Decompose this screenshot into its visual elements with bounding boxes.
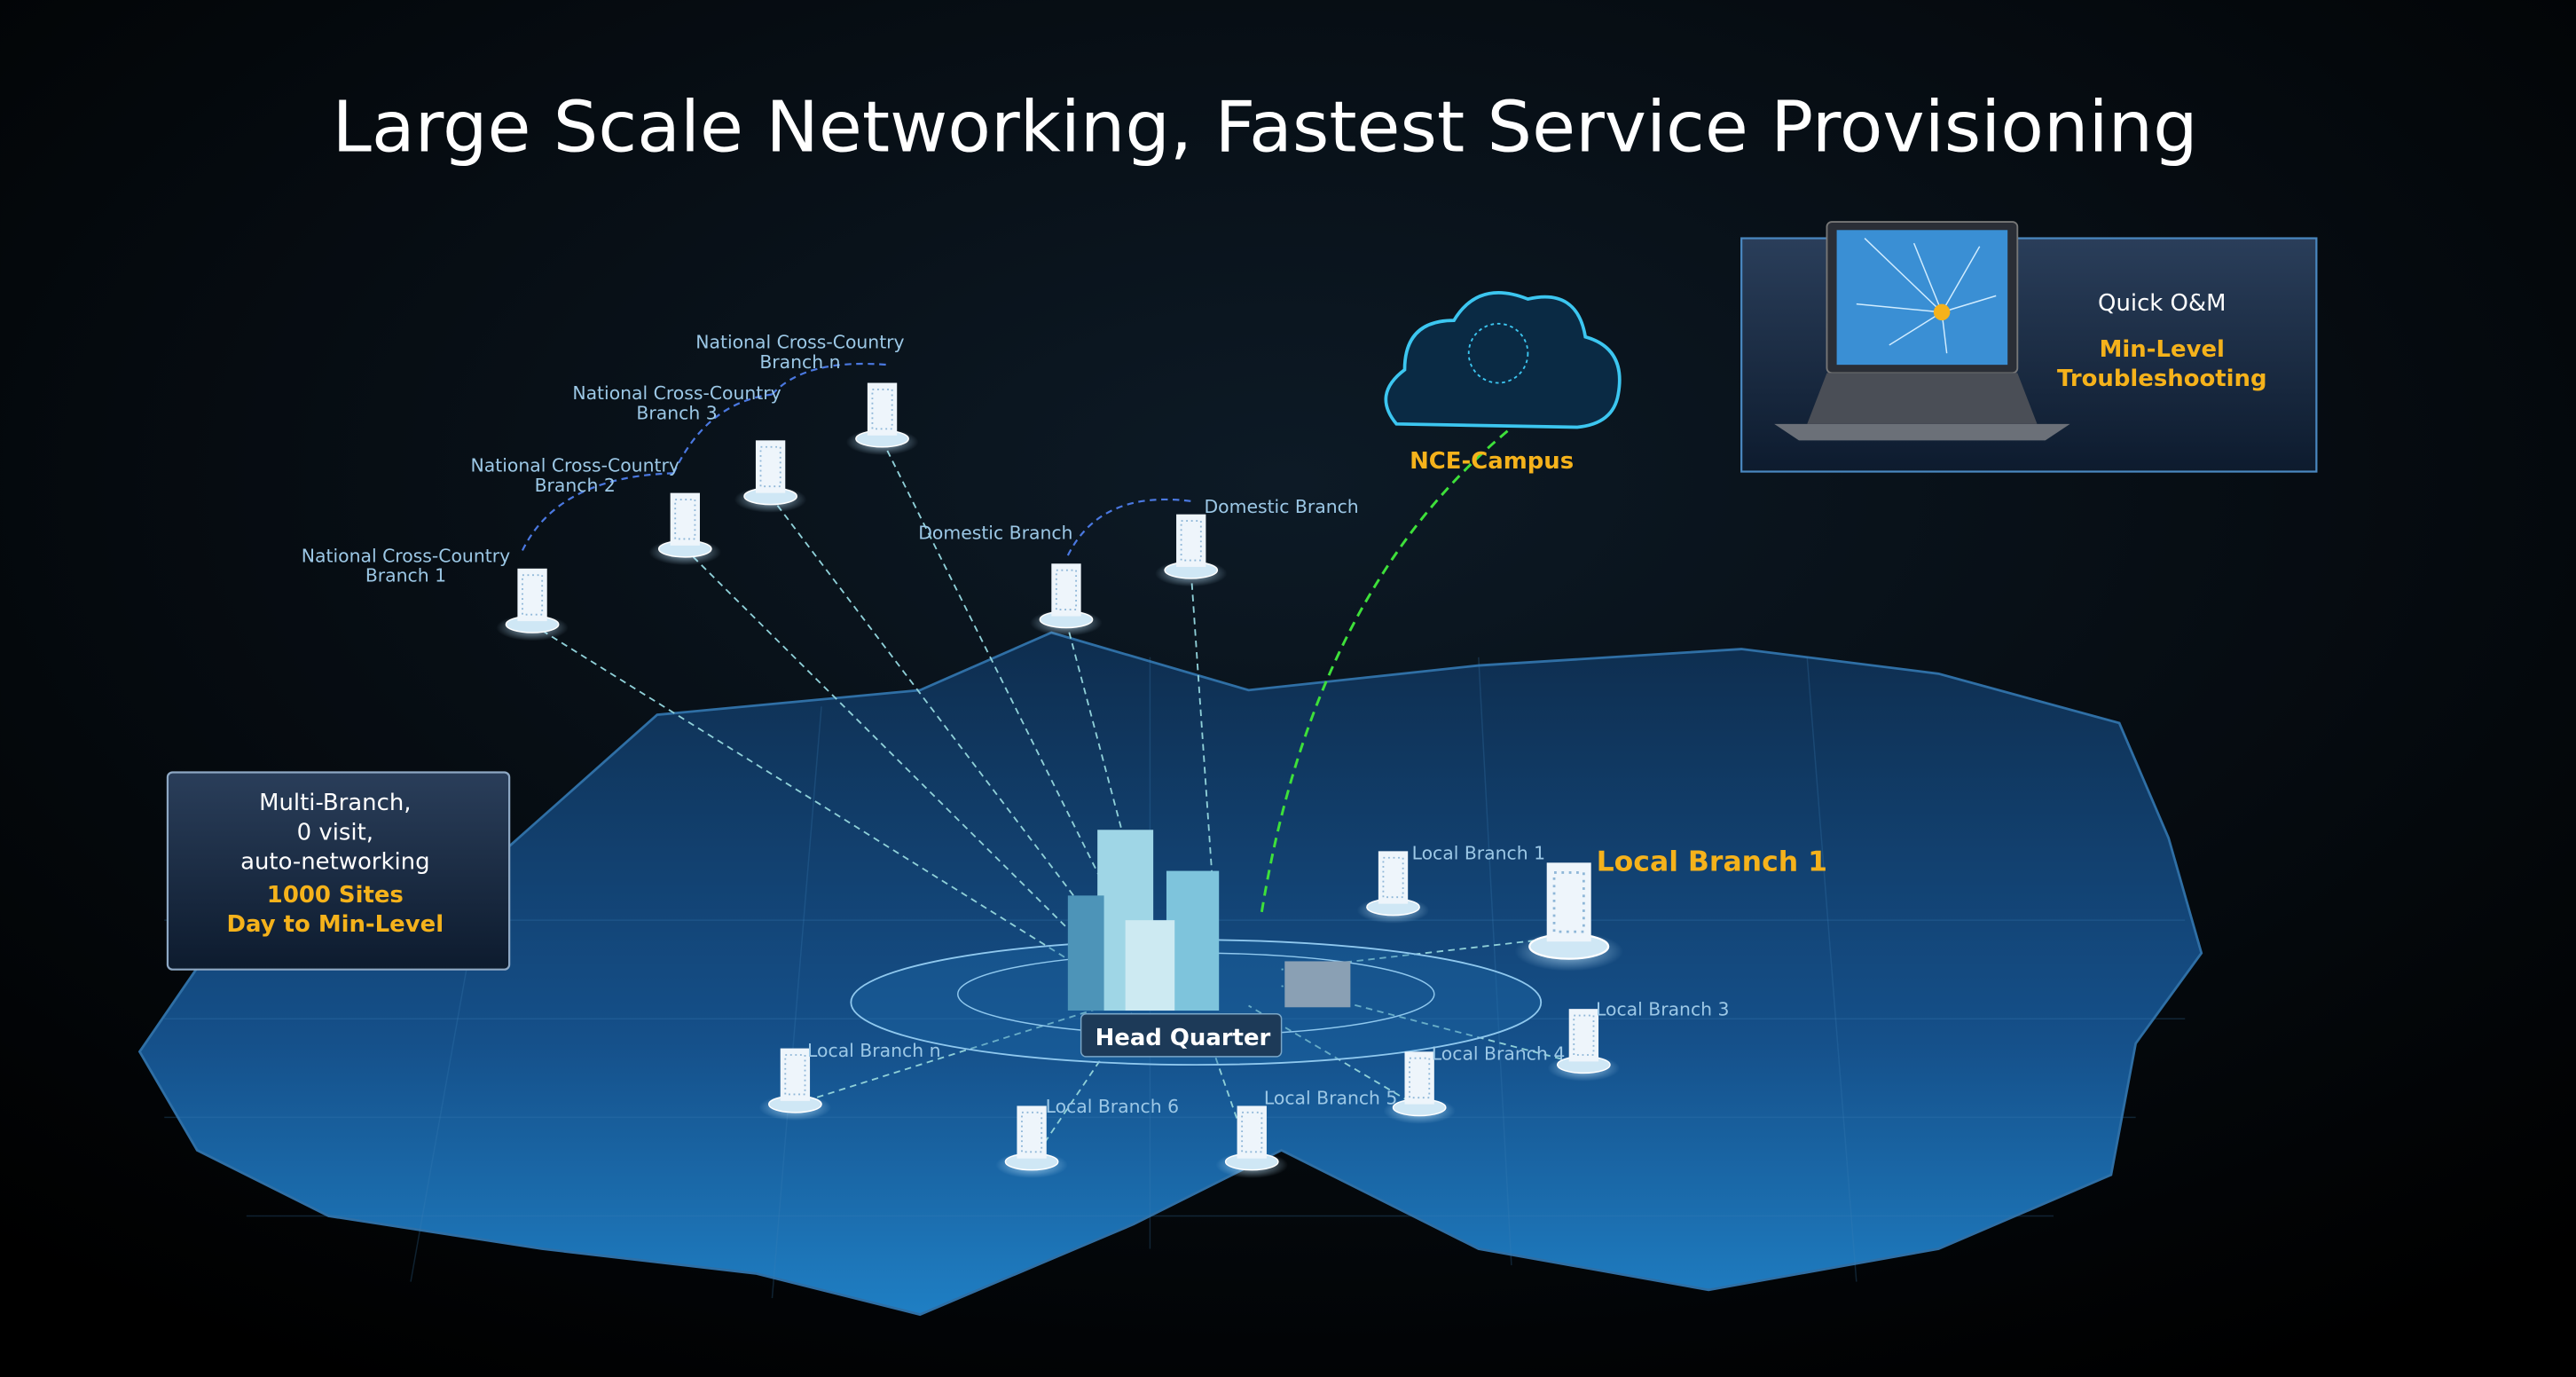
om-line1: Min-Level <box>2100 336 2225 363</box>
info-line2: 0 visit, <box>297 819 373 846</box>
local-branch-1-label: Local Branch 1 <box>1412 843 1545 864</box>
local-branch-n-label: Local Branch n <box>807 1040 940 1061</box>
national-arcs <box>521 362 1191 556</box>
info-line1: Multi-Branch, <box>259 790 411 816</box>
info-box: Multi-Branch, 0 visit, auto-networking 1… <box>166 771 511 971</box>
info-highlight1: 1000 Sites <box>267 882 404 909</box>
national-branch-1-label: National Cross-Country <box>302 545 510 566</box>
domestic-branch-label: Domestic Branch <box>918 522 1072 543</box>
cloud-link <box>1260 429 1510 913</box>
page-title: Large Scale Networking, Fastest Service … <box>332 85 2197 168</box>
local-branch-6-label: Local Branch 6 <box>1046 1096 1179 1117</box>
local-branch-3-label: Local Branch 3 <box>1596 999 1729 1020</box>
national-branch-2-label: National Cross-Country <box>471 455 679 476</box>
info-highlight2: Day to Min-Level <box>227 911 444 938</box>
om-panel: Quick O&M Min-Level Troubleshooting <box>1740 221 2318 473</box>
local-branch-1-highlight-label: Local Branch 1 <box>1597 846 1827 878</box>
local-branch-5-label: Local Branch 5 <box>1264 1088 1397 1109</box>
national-branch-n-label: National Cross-Country <box>695 332 904 353</box>
om-title: Quick O&M <box>2098 290 2226 317</box>
cloud-icon[interactable] <box>1384 291 1622 429</box>
national-branch-1-label: Branch 1 <box>365 565 446 586</box>
national-branch-n-label: Branch n <box>759 351 840 373</box>
hq-label-box <box>1080 1012 1283 1058</box>
head-quarter[interactable]: Head Quarter <box>850 830 1543 1066</box>
national-branch-3-label: Branch 3 <box>636 402 717 423</box>
local-branch-4-label: Local Branch 4 <box>1432 1043 1565 1065</box>
laptop-icon <box>1774 221 2070 441</box>
national-branch-2-label: Branch 2 <box>535 475 616 496</box>
hq-label: Head Quarter <box>1096 1025 1271 1051</box>
info-line3: auto-networking <box>240 849 429 876</box>
cloud-label: NCE-Campus <box>1410 448 1574 475</box>
domestic-branch-label: Domestic Branch <box>1204 496 1358 517</box>
om-line2: Troubleshooting <box>2057 366 2267 392</box>
national-branch-3-label: National Cross-Country <box>572 382 781 404</box>
